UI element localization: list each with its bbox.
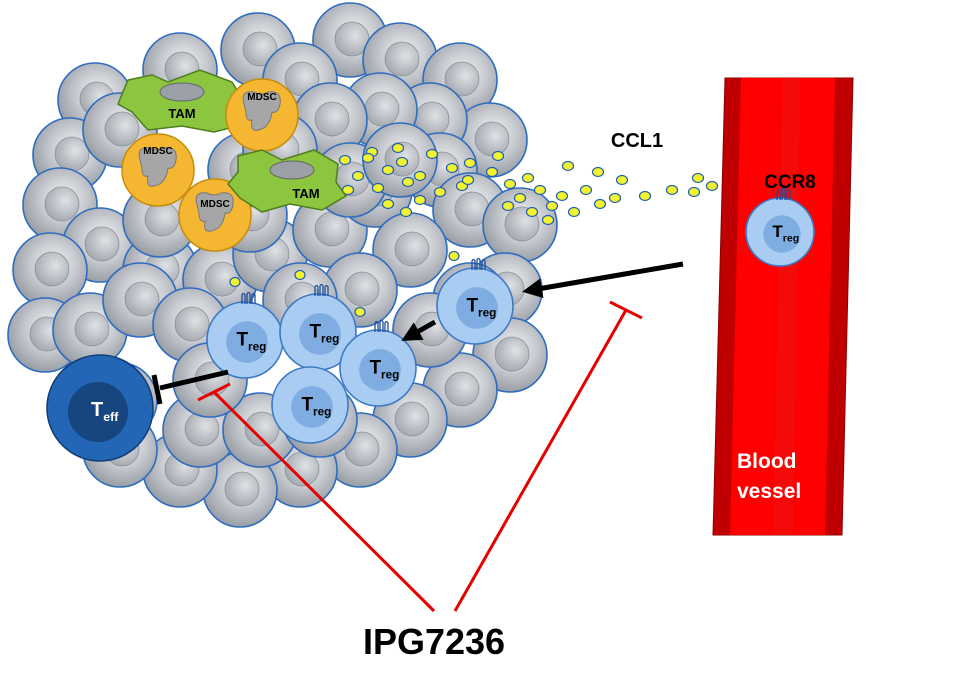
tam-cell-2: TAM bbox=[227, 149, 348, 213]
blood-vessel bbox=[712, 77, 854, 536]
chemokine-dot bbox=[395, 156, 409, 168]
chemokine-dot bbox=[541, 214, 555, 226]
chemokine-dot bbox=[567, 206, 581, 218]
ccr8-label: CCR8 bbox=[764, 172, 816, 193]
chemokine-dot bbox=[463, 157, 477, 169]
chemokine-dot bbox=[513, 192, 527, 204]
chemokine-dot bbox=[638, 190, 652, 202]
teff-cell: Teff bbox=[46, 354, 154, 462]
mdsc-cell-2: MDSC bbox=[121, 133, 195, 207]
treg-cell-4: Treg bbox=[271, 366, 349, 444]
chemokine-dot bbox=[503, 178, 517, 190]
blood-vessel-label-line2: vessel bbox=[737, 480, 801, 503]
chemokine-dot bbox=[391, 142, 405, 154]
treg-cell-vessel: Treg bbox=[745, 187, 815, 267]
mdsc-label-1: MDSC bbox=[247, 92, 276, 103]
chemokine-dot bbox=[433, 186, 447, 198]
tam-label-2: TAM bbox=[292, 186, 319, 201]
treg-cell-5: Treg bbox=[436, 250, 514, 345]
mdsc-cell-3: MDSC bbox=[178, 178, 252, 252]
chemokine-dot bbox=[445, 162, 459, 174]
tumor-mass bbox=[7, 2, 558, 528]
ipg7236-inhibition bbox=[197, 300, 643, 613]
chemokine-dot bbox=[608, 192, 622, 204]
arrow-treg-inward bbox=[401, 319, 437, 341]
arrow-vessel-to-tumor bbox=[522, 261, 684, 299]
chemokine-dot bbox=[545, 200, 559, 212]
chemokine-dot bbox=[399, 206, 413, 218]
blood-vessel-label-line1: Blood bbox=[737, 450, 796, 473]
chemokine-dot bbox=[665, 184, 679, 196]
chemokine-dot bbox=[485, 166, 499, 178]
chemokine-dot bbox=[533, 184, 547, 196]
chemokine-dot bbox=[525, 206, 539, 218]
chemokine-dot bbox=[351, 170, 365, 182]
chemokine-dot bbox=[338, 154, 352, 166]
chemokine-dot bbox=[381, 164, 395, 176]
chemokine-dot bbox=[413, 170, 427, 182]
chemokine-dot bbox=[401, 176, 415, 188]
chemokine-dot bbox=[561, 160, 575, 172]
chemokine-dot bbox=[579, 184, 593, 196]
migration-arrows bbox=[401, 261, 684, 341]
chemokine-dot bbox=[521, 172, 535, 184]
chemokine-dot bbox=[705, 180, 719, 192]
chemokine-dot bbox=[413, 194, 427, 206]
mdsc-label-3: MDSC bbox=[200, 199, 229, 210]
chemokine-dot bbox=[381, 198, 395, 210]
chemokine-dot bbox=[591, 166, 605, 178]
chemokine-dot bbox=[593, 198, 607, 210]
tumor-cell bbox=[372, 212, 448, 288]
tumor-cell bbox=[202, 452, 278, 528]
chemokine-dot bbox=[491, 150, 505, 162]
mdsc-label-2: MDSC bbox=[143, 146, 172, 157]
treg-cell-3: Treg bbox=[339, 306, 417, 407]
treg-cell-1: Treg bbox=[206, 276, 284, 379]
ccl1-chemokine-dots bbox=[338, 142, 719, 226]
tumor-cell bbox=[12, 232, 88, 308]
tam-label-1: TAM bbox=[168, 106, 195, 121]
inhibitor-line-suppression bbox=[212, 390, 436, 613]
ccl1-label: CCL1 bbox=[611, 130, 663, 152]
chemokine-dot bbox=[501, 200, 515, 212]
treg-suppression-of-teff bbox=[151, 369, 229, 405]
tam-cell-1: TAM bbox=[117, 69, 243, 133]
chemokine-dot bbox=[425, 148, 439, 160]
chemokine-dot bbox=[555, 190, 569, 202]
chemokine-dot bbox=[687, 186, 701, 198]
chemokine-dot bbox=[615, 174, 629, 186]
chemokine-dot bbox=[691, 172, 705, 184]
drug-label: IPG7236 bbox=[363, 621, 505, 662]
chemokine-dot bbox=[361, 152, 375, 164]
chemokine-dot bbox=[461, 174, 475, 186]
chemokine-dot bbox=[371, 182, 385, 194]
inhibitor-line-migration bbox=[453, 309, 628, 612]
mdsc-cell-1: MDSC bbox=[225, 78, 299, 152]
